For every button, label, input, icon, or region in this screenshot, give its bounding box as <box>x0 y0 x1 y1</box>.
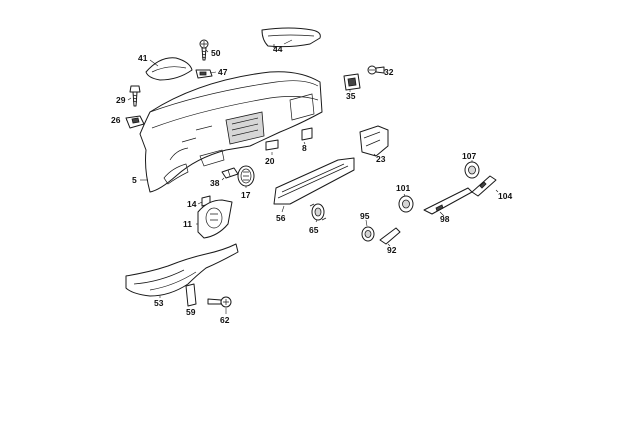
callout-65: 65 <box>309 225 319 235</box>
callout-35: 35 <box>346 91 356 101</box>
part-98-trim <box>423 187 473 215</box>
part-17-vent <box>237 165 255 187</box>
callout-62: 62 <box>220 315 230 325</box>
part-41-pad <box>145 57 193 81</box>
callout-41: 41 <box>138 53 148 63</box>
callout-23: 23 <box>376 154 386 164</box>
part-47-clip <box>195 69 213 79</box>
part-107-knob <box>464 161 480 179</box>
part-92-trim <box>379 227 401 245</box>
part-8-panel <box>301 127 313 141</box>
part-29-screw <box>129 85 141 107</box>
callout-20: 20 <box>265 156 275 166</box>
part-20-switch <box>265 139 279 151</box>
callout-26: 26 <box>111 115 121 125</box>
callout-92: 92 <box>387 245 397 255</box>
callout-17: 17 <box>241 190 251 200</box>
part-32-screw <box>367 65 385 75</box>
part-35-clip <box>343 73 361 91</box>
part-26-clip <box>125 115 145 129</box>
callout-95: 95 <box>360 211 370 221</box>
callout-47: 47 <box>218 67 228 77</box>
callout-59: 59 <box>186 307 196 317</box>
callout-5: 5 <box>132 175 137 185</box>
part-5-dashboard <box>139 71 323 193</box>
callout-38: 38 <box>210 178 220 188</box>
part-65-knob <box>309 203 327 221</box>
callout-32: 32 <box>384 67 394 77</box>
part-95-knob <box>361 226 375 242</box>
callout-53: 53 <box>154 298 164 308</box>
callout-98: 98 <box>440 214 450 224</box>
part-23-side-cover <box>359 125 389 157</box>
callout-44: 44 <box>273 44 283 54</box>
part-59-bracket <box>185 283 197 307</box>
callout-labels: 41 50 44 47 32 29 35 26 23 20 8 5 38 17 … <box>111 44 512 325</box>
part-50-screw <box>199 39 209 61</box>
part-53-lower-cover <box>125 243 239 297</box>
part-104-trim-strip <box>471 175 497 197</box>
part-56-tray <box>273 157 355 205</box>
part-44-cover <box>261 27 321 48</box>
callout-11: 11 <box>183 219 192 229</box>
leader-lines <box>126 39 499 314</box>
callout-50: 50 <box>211 48 221 58</box>
part-62-screw <box>207 296 232 308</box>
callout-8: 8 <box>302 143 307 153</box>
callout-104: 104 <box>498 191 512 201</box>
callout-101: 101 <box>396 183 410 193</box>
part-11-vent-housing <box>197 199 233 239</box>
callout-107: 107 <box>462 151 476 161</box>
callout-29: 29 <box>116 95 126 105</box>
part-38-clip <box>221 167 239 179</box>
part-101-knob <box>398 195 414 213</box>
callout-56: 56 <box>276 213 286 223</box>
callout-14: 14 <box>187 199 197 209</box>
